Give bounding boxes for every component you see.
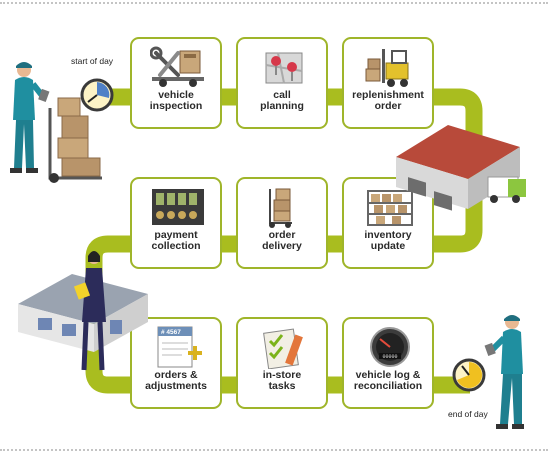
step-card-vehicle-log-reconciliation[interactable]: 00000 vehicle log & reconciliation	[342, 317, 434, 409]
step-card-payment-collection[interactable]: payment collection	[130, 177, 222, 269]
start-clock-icon	[80, 78, 114, 112]
end-worker-illustration	[484, 315, 524, 429]
invoice-icon: # 4567	[157, 326, 202, 368]
step-card-order-delivery[interactable]: order delivery	[236, 177, 328, 269]
step-label: vehicle inspection	[149, 89, 203, 112]
map-pin-icon	[265, 52, 303, 84]
step-label: vehicle log & reconciliation	[353, 369, 423, 392]
start-of-day-label: start of day	[71, 56, 114, 66]
end-clock-icon	[452, 358, 486, 392]
step-card-call-planning[interactable]: call planning	[236, 37, 328, 129]
warehouse-illustration	[396, 125, 526, 211]
step-label: in-store tasks	[262, 369, 302, 392]
step-card-replenishment-order[interactable]: replenishment order	[342, 37, 434, 129]
store-illustration	[18, 251, 148, 371]
end-of-day-label: end of day	[448, 409, 488, 419]
step-label: call planning	[260, 89, 304, 112]
invoice-number: # 4567	[161, 329, 181, 336]
bottom-dotted-divider	[0, 449, 548, 451]
step-label: replenishment order	[352, 89, 424, 112]
step-label: orders & adjustments	[145, 369, 207, 392]
checklist-icon	[263, 328, 303, 369]
top-dotted-divider	[0, 2, 548, 4]
forklift-icon	[365, 49, 409, 87]
wrench-icon	[150, 46, 204, 87]
step-label: payment collection	[151, 229, 201, 252]
delivery-worker-illustration	[10, 62, 102, 183]
odometer-readout: 00000	[382, 354, 397, 360]
step-card-vehicle-inspection[interactable]: vehicle inspection	[130, 37, 222, 129]
gauge-icon: 00000	[370, 327, 410, 367]
cash-register-icon	[152, 189, 204, 225]
hand-truck-icon	[269, 188, 292, 228]
shelves-icon	[367, 190, 413, 226]
step-card-in-store-tasks[interactable]: in-store tasks	[236, 317, 328, 409]
step-card-orders-adjustments[interactable]: # 4567 orders & adjustments	[130, 317, 222, 409]
step-label: inventory update	[364, 229, 412, 252]
step-label: order delivery	[262, 229, 302, 252]
